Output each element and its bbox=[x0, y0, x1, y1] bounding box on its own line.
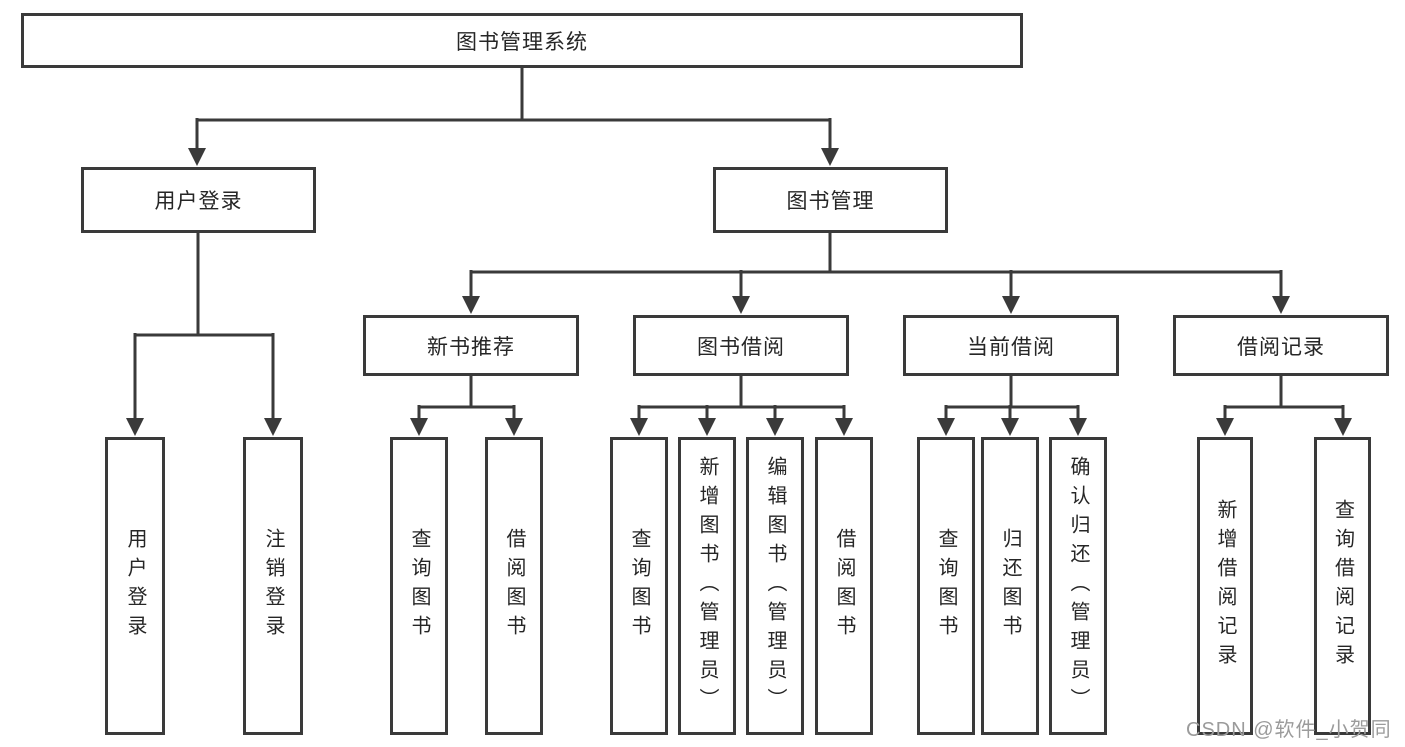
leaf-borrow-books-borrowing: 借阅图书 bbox=[815, 437, 873, 735]
leaf-edit-books-admin: 编辑图书（管理员） bbox=[746, 437, 804, 735]
connector-book-borrowing-children bbox=[630, 376, 853, 436]
node-current-borrowing: 当前借阅 bbox=[903, 315, 1119, 376]
connector-current-borrowing-children bbox=[937, 376, 1087, 436]
node-book-borrowing: 图书借阅 bbox=[633, 315, 849, 376]
node-user-login: 用户登录 bbox=[81, 167, 316, 233]
leaf-add-borrow-record: 新增借阅记录 bbox=[1197, 437, 1253, 735]
leaf-add-books-admin: 新增图书（管理员） bbox=[678, 437, 736, 735]
leaf-confirm-return-admin: 确认归还（管理员） bbox=[1049, 437, 1107, 735]
node-borrowing-records: 借阅记录 bbox=[1173, 315, 1389, 376]
node-new-book-recommendation: 新书推荐 bbox=[363, 315, 579, 376]
leaf-query-books-current: 查询图书 bbox=[917, 437, 975, 735]
connector-borrowing-records-children bbox=[1216, 376, 1352, 436]
leaf-logout: 注销登录 bbox=[243, 437, 303, 735]
leaf-query-books-recommend: 查询图书 bbox=[390, 437, 448, 735]
leaf-user-login: 用户登录 bbox=[105, 437, 165, 735]
node-book-management: 图书管理 bbox=[713, 167, 948, 233]
node-library-management-system: 图书管理系统 bbox=[21, 13, 1023, 68]
leaf-borrow-books-recommend: 借阅图书 bbox=[485, 437, 543, 735]
connector-user-login-children bbox=[126, 233, 282, 436]
leaf-query-books-borrowing: 查询图书 bbox=[610, 437, 668, 735]
connector-root-to-level2 bbox=[188, 68, 839, 166]
connector-book-management-children bbox=[462, 233, 1290, 314]
leaf-query-borrow-record: 查询借阅记录 bbox=[1314, 437, 1371, 735]
leaf-return-books: 归还图书 bbox=[981, 437, 1039, 735]
connector-new-book-recommendation-children bbox=[410, 376, 523, 436]
